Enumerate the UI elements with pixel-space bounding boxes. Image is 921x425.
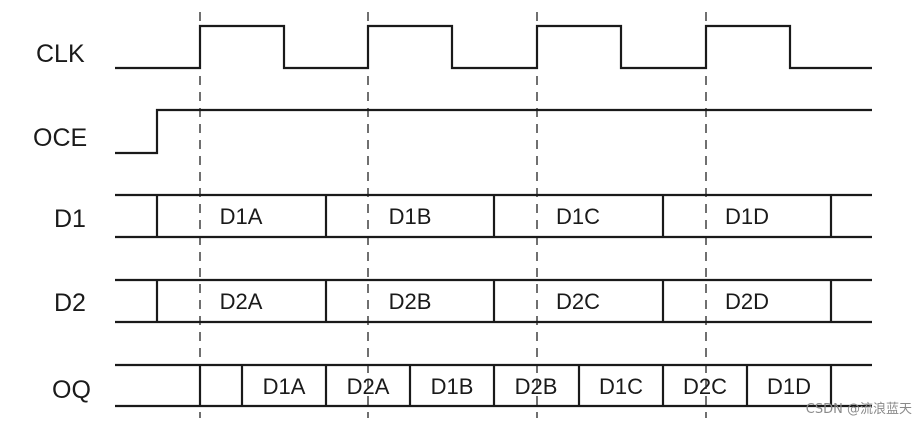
d2-cell-label: D2D [725,289,769,314]
oq-cell-label: D1B [431,374,474,399]
oq-cell-label: D2A [347,374,390,399]
oq-cell-label: D1A [263,374,306,399]
signal-label-oq: OQ [52,376,91,404]
oq-cell-label: D2C [683,374,727,399]
d2-bus: D2A D2B D2C D2D [115,278,872,324]
watermark: CSDN @流浪蓝天 [806,402,912,417]
signal-labels: CLK OCE D1 D2 OQ [33,40,91,404]
d1-bus: D1A D1B D1C D1D [115,193,872,239]
d1-cell-label: D1D [725,204,769,229]
signal-label-clk: CLK [36,40,85,68]
clk-waveform [115,24,872,70]
oq-cell-label: D2B [515,374,558,399]
oq-bus: D1A D2A D1B D2B D1C D2C D1D [115,363,872,408]
d1-cell-label: D1A [220,204,263,229]
signal-label-d2: D2 [54,289,86,317]
clock-edge-guides [199,12,707,418]
signal-label-d1: D1 [54,205,86,233]
oq-cell-label: D1D [767,374,811,399]
signal-label-oce: OCE [33,124,87,152]
oce-waveform [115,108,872,155]
d2-cell-label: D2A [220,289,263,314]
d1-cell-label: D1B [389,204,432,229]
d2-cell-label: D2B [389,289,432,314]
oq-cell-label: D1C [599,374,643,399]
d1-cell-label: D1C [556,204,600,229]
d2-cell-label: D2C [556,289,600,314]
